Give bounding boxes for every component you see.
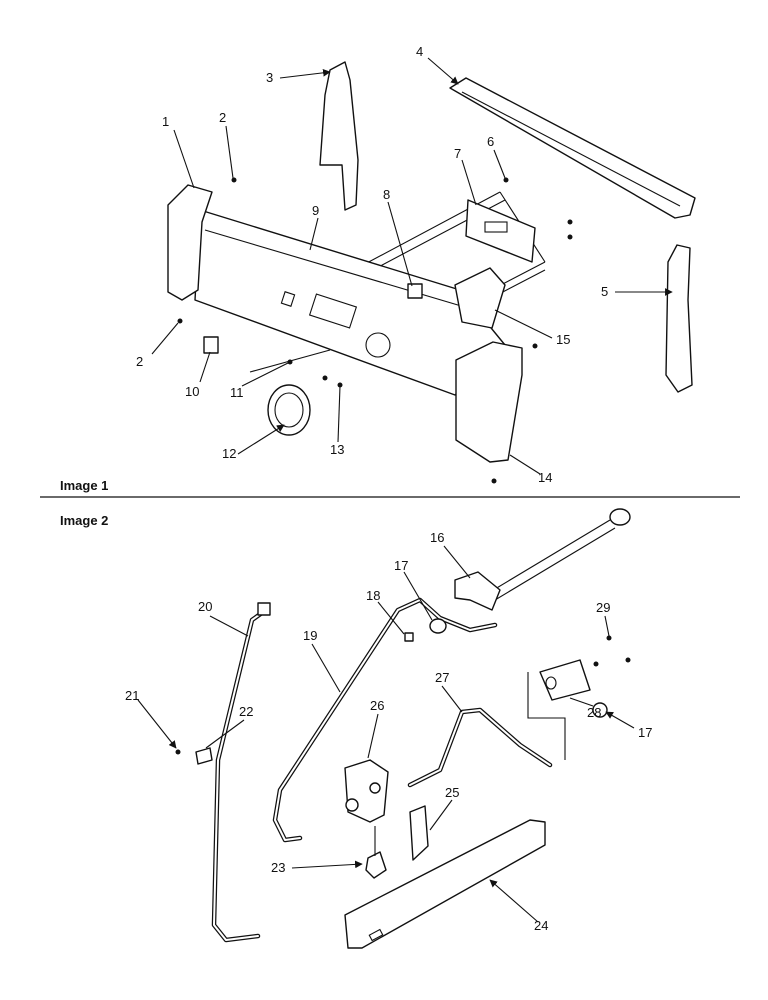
- part-7-control-bracket: [465, 199, 536, 263]
- callout-2: 2: [219, 110, 226, 125]
- callout-13: 13: [330, 442, 344, 457]
- part-4-top-trim: [449, 77, 696, 219]
- callout-23: 23: [271, 860, 285, 875]
- callout-11: 11: [230, 385, 244, 400]
- part-28-bracket: [539, 659, 591, 701]
- callout-2b: 2: [136, 354, 143, 369]
- image-1-assembly: [151, 57, 696, 484]
- callout-27: 27: [435, 670, 449, 685]
- callout-9: 9: [312, 203, 319, 218]
- section-label-image-1: Image 1: [60, 478, 108, 493]
- callout-5: 5: [601, 284, 608, 299]
- part-5-side-bracket: [665, 244, 693, 393]
- callout-7: 7: [454, 146, 461, 161]
- part-23-fitting: [365, 851, 387, 879]
- callout-17b: 17: [638, 725, 652, 740]
- part-22-clip: [195, 747, 213, 765]
- part-24-base-plate: [344, 819, 546, 949]
- callout-29: 29: [596, 600, 610, 615]
- leaders-image-2: [137, 545, 635, 923]
- part-15-timer: [454, 267, 506, 329]
- callout-15: 15: [556, 332, 570, 347]
- callout-17: 17: [394, 558, 408, 573]
- callout-16: 16: [430, 530, 444, 545]
- callout-14: 14: [538, 470, 552, 485]
- part-18-clip: [404, 632, 414, 642]
- callout-4: 4: [416, 44, 423, 59]
- leaders-image-1: [151, 57, 673, 475]
- part-10-rocker-switch: [203, 336, 219, 354]
- callout-25: 25: [445, 785, 459, 800]
- callout-26: 26: [370, 698, 384, 713]
- section-label-image-2: Image 2: [60, 513, 108, 528]
- callout-labels: 1 2 2 3 4 5 6 7 8 9 10 11 12 13 14 15 16…: [125, 44, 652, 933]
- callout-21: 21: [125, 688, 139, 703]
- callout-1: 1: [162, 114, 169, 129]
- image-2-assembly: [137, 508, 635, 949]
- part-8-switch: [407, 283, 423, 299]
- part-17-grommet-right: [592, 702, 608, 718]
- callout-24: 24: [534, 918, 548, 933]
- part-25-bracket: [409, 805, 429, 861]
- callout-20: 20: [198, 599, 212, 614]
- part-20-tube: [211, 607, 269, 943]
- part-1-left-endcap: [167, 184, 213, 301]
- part-16-bracket: [454, 571, 501, 611]
- part-3-bracket: [319, 61, 359, 211]
- screws-image-2: [175, 635, 631, 755]
- part-17-grommet: [429, 618, 447, 634]
- callout-3: 3: [266, 70, 273, 85]
- part-26-valve: [344, 759, 389, 823]
- part-14-right-endcap: [455, 341, 523, 463]
- callout-18: 18: [366, 588, 380, 603]
- callout-12: 12: [222, 446, 236, 461]
- callout-22: 22: [239, 704, 253, 719]
- callout-8: 8: [383, 187, 390, 202]
- callout-6: 6: [487, 134, 494, 149]
- callout-19: 19: [303, 628, 317, 643]
- callout-10: 10: [185, 384, 199, 399]
- callout-28: 28: [587, 705, 601, 720]
- part-12-bezel-ring: [267, 384, 311, 436]
